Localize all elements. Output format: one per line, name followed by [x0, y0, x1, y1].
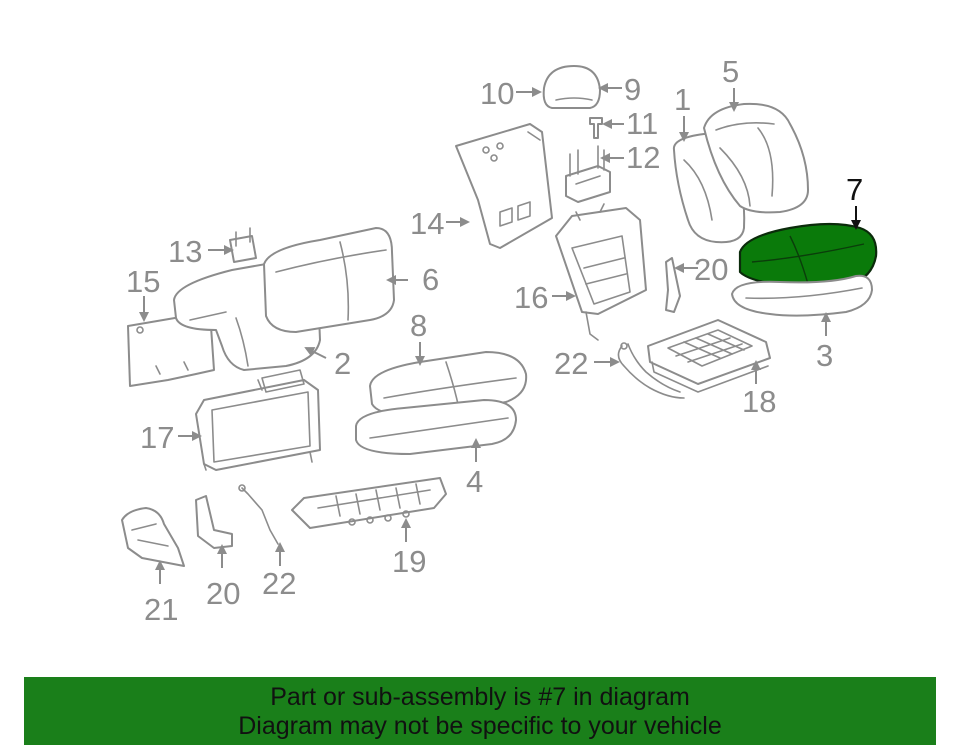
callout-5: 5 [722, 54, 739, 89]
headrest-part [542, 65, 601, 109]
callout-1: 1 [674, 82, 691, 117]
banner-line-1: Part or sub-assembly is #7 in diagram [270, 683, 690, 711]
side-bracket-lower-part [195, 495, 233, 549]
wire-harness-lower-part [238, 484, 279, 545]
callout-4: 4 [466, 464, 483, 499]
callout-8: 8 [410, 308, 427, 343]
side-trim-part [121, 507, 185, 567]
callout-18: 18 [742, 384, 776, 419]
bolt-part [589, 117, 603, 139]
banner-line-2: Diagram may not be specific to your vehi… [238, 712, 722, 740]
callout-22-upper: 22 [554, 346, 588, 381]
callout-14: 14 [410, 206, 444, 241]
clip-part [229, 227, 257, 263]
callout-22-lower: 22 [262, 566, 296, 601]
seat-back-cover-left-part [263, 227, 395, 333]
callout-20-upper: 20 [694, 252, 728, 287]
callout-labels: 10 9 11 12 1 5 7 3 20 18 22 16 14 13 15 … [126, 54, 863, 627]
cushion-frame-left-part [291, 477, 447, 529]
callout-6: 6 [422, 262, 439, 297]
callout-7: 7 [846, 172, 863, 207]
info-banner: Part or sub-assembly is #7 in diagram Di… [24, 677, 936, 745]
callout-15: 15 [126, 264, 160, 299]
cushion-pad-part [731, 274, 873, 317]
callout-2: 2 [334, 346, 351, 381]
cushion-frame-upper-part [647, 319, 771, 393]
headrest-guide-part [565, 145, 611, 203]
seat-back-frame-part [555, 203, 647, 341]
callout-19: 19 [392, 544, 426, 579]
callout-16: 16 [514, 280, 548, 315]
seat-back-cover-part [703, 102, 809, 214]
callout-3: 3 [816, 338, 833, 373]
back-panel-part [455, 123, 553, 249]
callout-17: 17 [140, 420, 174, 455]
callout-10: 10 [480, 76, 514, 111]
callout-13: 13 [168, 234, 202, 269]
wire-harness-upper-part [617, 342, 685, 399]
seat-parts-diagram: 10 9 11 12 1 5 7 3 20 18 22 16 14 13 15 … [121, 54, 878, 627]
callout-9: 9 [624, 72, 641, 107]
callout-21: 21 [144, 592, 178, 627]
leader-lines [139, 83, 861, 584]
callout-11: 11 [626, 106, 658, 141]
callout-12: 12 [626, 140, 660, 175]
side-bracket-upper-part [665, 257, 681, 313]
seat-back-frame-left-part [195, 369, 321, 471]
callout-20-lower: 20 [206, 576, 240, 611]
